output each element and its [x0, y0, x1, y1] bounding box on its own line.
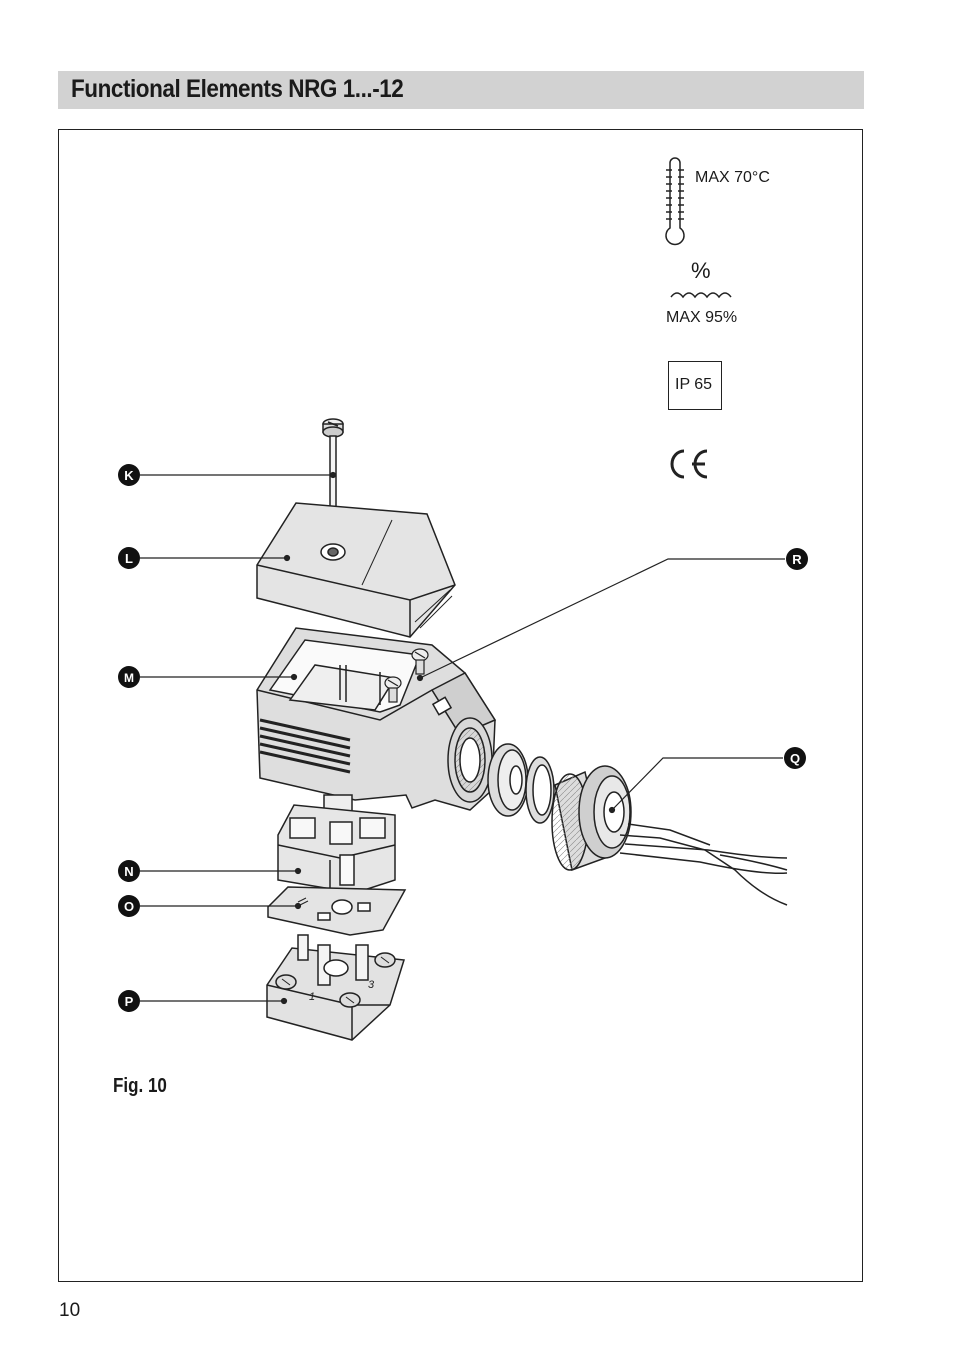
contact-insert [277, 794, 396, 894]
terminal-number-3: 3 [368, 979, 375, 991]
svg-text:L: L [125, 551, 133, 566]
thermometer-icon [665, 157, 685, 246]
washer-ring [525, 756, 555, 824]
housing-screws [384, 648, 429, 703]
figure-caption: Fig. 10 [113, 1075, 167, 1097]
humidity-percent-symbol: % [691, 258, 711, 283]
cable-gland [551, 765, 632, 872]
ip-rating-label: IP 65 [675, 376, 713, 393]
callout-q: Q [784, 747, 806, 769]
ip-rating-box: IP 65 [668, 361, 722, 410]
connector-cover [256, 502, 456, 638]
svg-text:Q: Q [790, 751, 800, 766]
ce-mark-icon [670, 449, 708, 479]
humidity-icon [670, 292, 732, 299]
callout-l: L [118, 547, 140, 569]
seal-ring [487, 743, 529, 817]
callout-k: K [118, 464, 140, 486]
callout-r: R [786, 548, 808, 570]
flat-gasket [267, 886, 407, 936]
page-number: 10 [59, 1300, 81, 1321]
max-temperature-label: MAX 70°C [695, 169, 770, 186]
svg-text:P: P [125, 994, 134, 1009]
terminal-base [266, 934, 405, 1041]
terminal-number-1: 1 [309, 991, 315, 1003]
svg-text:N: N [124, 864, 133, 879]
section-title: Functional Elements NRG 1...-12 [71, 75, 404, 103]
svg-text:M: M [124, 671, 134, 685]
figure-frame [58, 129, 863, 1282]
callout-m: M [118, 666, 140, 688]
connector-housing [256, 627, 497, 811]
leader-lines [140, 471, 785, 1005]
callout-n: N [118, 860, 140, 882]
cable [619, 823, 788, 906]
svg-text:K: K [124, 468, 134, 483]
svg-text:O: O [124, 899, 134, 914]
callout-o: O [118, 895, 140, 917]
section-header: Functional Elements NRG 1...-12 [58, 71, 864, 109]
svg-text:R: R [792, 552, 802, 567]
callout-p: P [118, 990, 140, 1012]
max-humidity-label: MAX 95% [666, 309, 738, 326]
